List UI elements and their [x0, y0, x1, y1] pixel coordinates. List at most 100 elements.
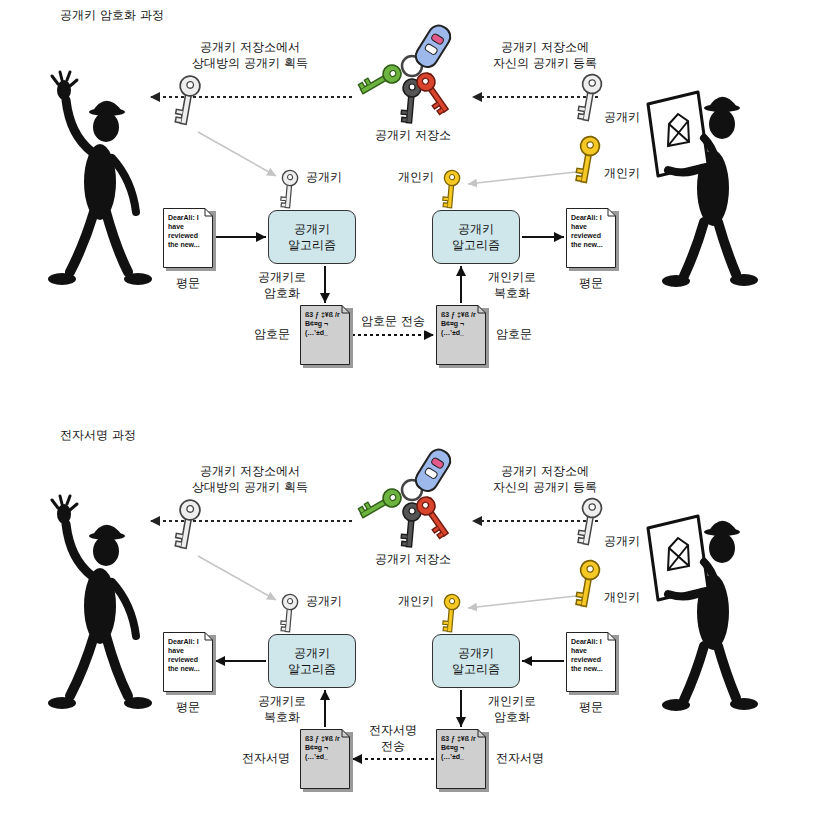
key-ring: [424, 467, 438, 479]
key-icon: [174, 533, 183, 547]
key-ring: [412, 22, 454, 71]
store-note: 공개키 저장소에서 상대방의 공개키 획득: [180, 464, 320, 495]
algorithm-box: 공개키 알고리즘: [432, 634, 520, 688]
leader-arrow: [198, 556, 276, 600]
key-icon: [587, 565, 594, 572]
person-figure: [66, 100, 92, 152]
flow-arrow: [215, 236, 266, 238]
key-icon: [186, 81, 194, 89]
edge-label: 암호문 전송: [361, 314, 425, 330]
flow-arrow: [215, 660, 266, 662]
person-figure: [93, 112, 119, 142]
signature-document: ß3 ƒ ‡¥ß /r B¢¤g ¬ (…'±d_전자서명: [436, 729, 486, 789]
key-ring: [431, 457, 445, 469]
key-icon: [174, 109, 183, 123]
key-icon: [180, 92, 191, 124]
key-icon: [280, 197, 286, 207]
document-shape: [205, 633, 213, 641]
key-label: 공개키: [604, 110, 640, 126]
document-text: ß3 ƒ ‡¥ß /r B¢¤g ¬ (…'±d_: [305, 735, 345, 762]
document-shape: [478, 730, 486, 738]
section-heading: 공개키 암호화 과정: [60, 8, 164, 24]
person-figure: [92, 525, 122, 536]
document-text: DearAli: I have reviewed the new...: [168, 214, 208, 250]
person-figure: [124, 697, 152, 709]
key-ring: [412, 446, 454, 495]
store-label: 공개키 저장소: [363, 128, 463, 144]
key-icon: [579, 559, 601, 581]
person-figure: [93, 536, 119, 566]
person-figure: [48, 697, 76, 709]
algorithm-box: 공개키 알고리즘: [268, 634, 356, 688]
document-shape: [567, 633, 616, 692]
key-icon: [401, 534, 408, 546]
person-figure: [48, 496, 152, 709]
key-icon: [587, 141, 594, 148]
plaintext-document: DearAli: I have reviewed the new...평문: [163, 632, 213, 692]
plaintext-document: DearAli: I have reviewed the new...평문: [566, 632, 616, 692]
person-figure: [48, 72, 152, 285]
document-text: ß3 ƒ ‡¥ß /r B¢¤g ¬ (…'±d_: [441, 311, 481, 338]
key-icon: [576, 497, 603, 546]
person-figure: [708, 97, 737, 108]
person-figure: [48, 273, 76, 285]
document-text: DearAli: I have reviewed the new...: [571, 214, 611, 250]
key-icon: [287, 174, 293, 180]
person-figure: [709, 533, 735, 563]
document-label: 전자서명: [496, 751, 544, 767]
key-icon: [380, 486, 405, 511]
edge-label: 전자서명 전송: [361, 723, 425, 754]
plaintext-document: DearAli: I have reviewed the new...평문: [566, 208, 616, 268]
document-label: 평문: [579, 700, 603, 716]
key-icon: [589, 503, 596, 510]
transfer-arrow: [352, 334, 434, 336]
flow-arrow: [522, 236, 564, 238]
document-shape: [478, 306, 486, 314]
key-icon: [577, 530, 585, 543]
key-label: 개인키: [604, 590, 640, 606]
person-figure: [730, 274, 758, 286]
document-text: DearAli: I have reviewed the new...: [168, 638, 208, 674]
key-icon: [442, 170, 461, 209]
key-icon: [174, 75, 202, 126]
key-icon: [285, 607, 292, 632]
dashed-arrow: [150, 96, 352, 98]
key-icon: [442, 594, 461, 633]
key-icon: [421, 501, 429, 509]
store-note: 공개키 저장소에 자신의 공개키 등록: [483, 464, 608, 495]
key-icon: [358, 502, 371, 513]
flow-arrow: [324, 690, 326, 727]
key-icon: [589, 79, 596, 86]
leader-arrow: [198, 132, 276, 176]
key-icon: [421, 77, 429, 85]
key-icon: [449, 174, 455, 180]
leader-arrow: [468, 596, 576, 608]
key-icon: [583, 514, 594, 545]
key-icon: [357, 62, 404, 100]
key-icon: [583, 90, 594, 121]
key-icon: [581, 497, 603, 519]
key-icon: [409, 508, 416, 515]
person-figure: [684, 222, 736, 276]
key-icon: [358, 78, 371, 89]
person-figure: [92, 101, 122, 112]
key-icon: [179, 75, 202, 98]
dashed-arrow: [150, 520, 352, 522]
key-icon: [581, 152, 592, 183]
key-ring: [357, 22, 454, 124]
section-illustration: [48, 446, 758, 711]
key-icon: [576, 73, 603, 122]
key-icon: [413, 493, 453, 539]
section-illustration: [48, 22, 758, 287]
leader-arrow: [468, 172, 576, 184]
person-figure: [668, 562, 716, 597]
key-icon: [442, 621, 448, 631]
person-figure: [52, 72, 77, 86]
algorithm-box: 공개키 알고리즘: [432, 210, 520, 264]
person-figure: [70, 212, 128, 272]
signature-document: ß3 ƒ ‡¥ß /r B¢¤g ¬ (…'±d_전자서명: [300, 729, 350, 789]
key-icon: [577, 106, 585, 119]
document-shape: [301, 306, 350, 365]
